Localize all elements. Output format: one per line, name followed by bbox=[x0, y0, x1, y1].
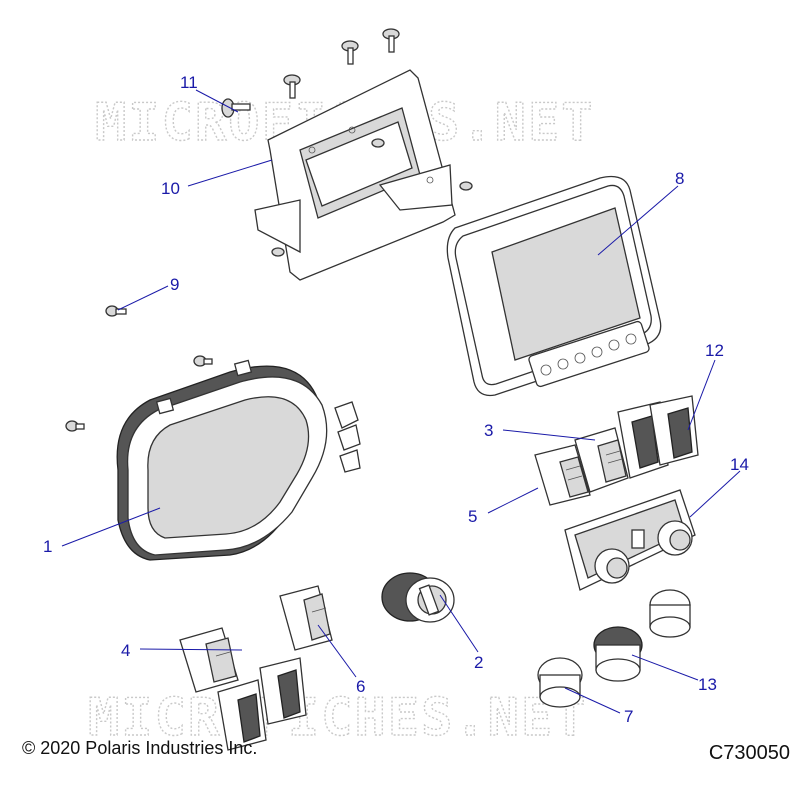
drawing-code: C730050 bbox=[708, 742, 790, 764]
copyright-text: © 2020 Polaris Industries Inc. bbox=[22, 738, 258, 758]
screw-11 bbox=[221, 98, 251, 118]
heater-control bbox=[564, 489, 696, 591]
power-outlet-7 bbox=[537, 657, 583, 708]
callout-9: 9 bbox=[170, 275, 179, 294]
power-outlet-extra bbox=[649, 589, 691, 638]
callout-3: 3 bbox=[484, 421, 493, 440]
callout-labels: 1 2 3 4 5 6 7 8 9 10 11 12 13 14 bbox=[43, 73, 749, 726]
display-buttons bbox=[528, 320, 650, 388]
callout-6: 6 bbox=[356, 677, 365, 696]
screw-bracket-1 bbox=[371, 138, 385, 148]
watermark-bottom: MICROFICHES.NET bbox=[88, 688, 588, 748]
callout-13: 13 bbox=[698, 675, 717, 694]
callout-2: 2 bbox=[474, 653, 483, 672]
display-unit bbox=[446, 175, 662, 397]
screw-left bbox=[65, 420, 85, 432]
callout-10: 10 bbox=[161, 179, 180, 198]
callout-1: 1 bbox=[43, 537, 52, 556]
mounting-bracket bbox=[254, 69, 456, 281]
callout-5: 5 bbox=[468, 507, 477, 526]
rocker-switch-3 bbox=[574, 427, 629, 493]
screw-mid bbox=[193, 355, 213, 367]
callout-12: 12 bbox=[705, 341, 724, 360]
screw-top-3 bbox=[283, 74, 301, 99]
callout-11: 11 bbox=[180, 73, 198, 92]
switch-blank-12 bbox=[617, 395, 699, 479]
callout-14: 14 bbox=[730, 455, 749, 474]
instrument-cluster bbox=[116, 359, 361, 561]
leader-lines bbox=[61, 89, 741, 714]
callout-4: 4 bbox=[121, 641, 130, 660]
switch-bezels-lower bbox=[217, 657, 307, 751]
screw-top-2 bbox=[382, 28, 400, 53]
screw-bracket-2 bbox=[459, 181, 473, 191]
screws bbox=[65, 28, 473, 432]
rocker-switch-5 bbox=[534, 444, 591, 506]
switch-6 bbox=[279, 585, 333, 651]
ignition-switch bbox=[381, 572, 455, 623]
screw-bracket-3 bbox=[271, 247, 285, 257]
callout-7: 7 bbox=[624, 707, 633, 726]
power-outlet-13 bbox=[593, 626, 643, 682]
screw-top-1 bbox=[341, 40, 359, 65]
screw-9 bbox=[105, 305, 127, 317]
callout-8: 8 bbox=[675, 169, 684, 188]
switch-4 bbox=[179, 627, 239, 693]
